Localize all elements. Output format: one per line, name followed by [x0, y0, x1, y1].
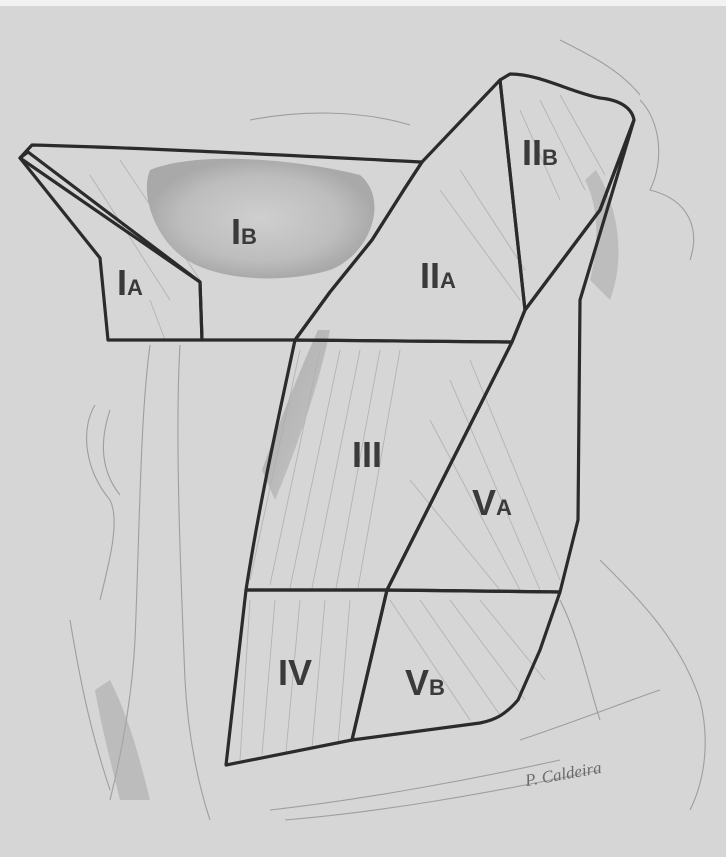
label-level-IV: IV — [278, 652, 312, 693]
label-level-III: III — [352, 434, 382, 475]
top-border — [0, 0, 726, 6]
